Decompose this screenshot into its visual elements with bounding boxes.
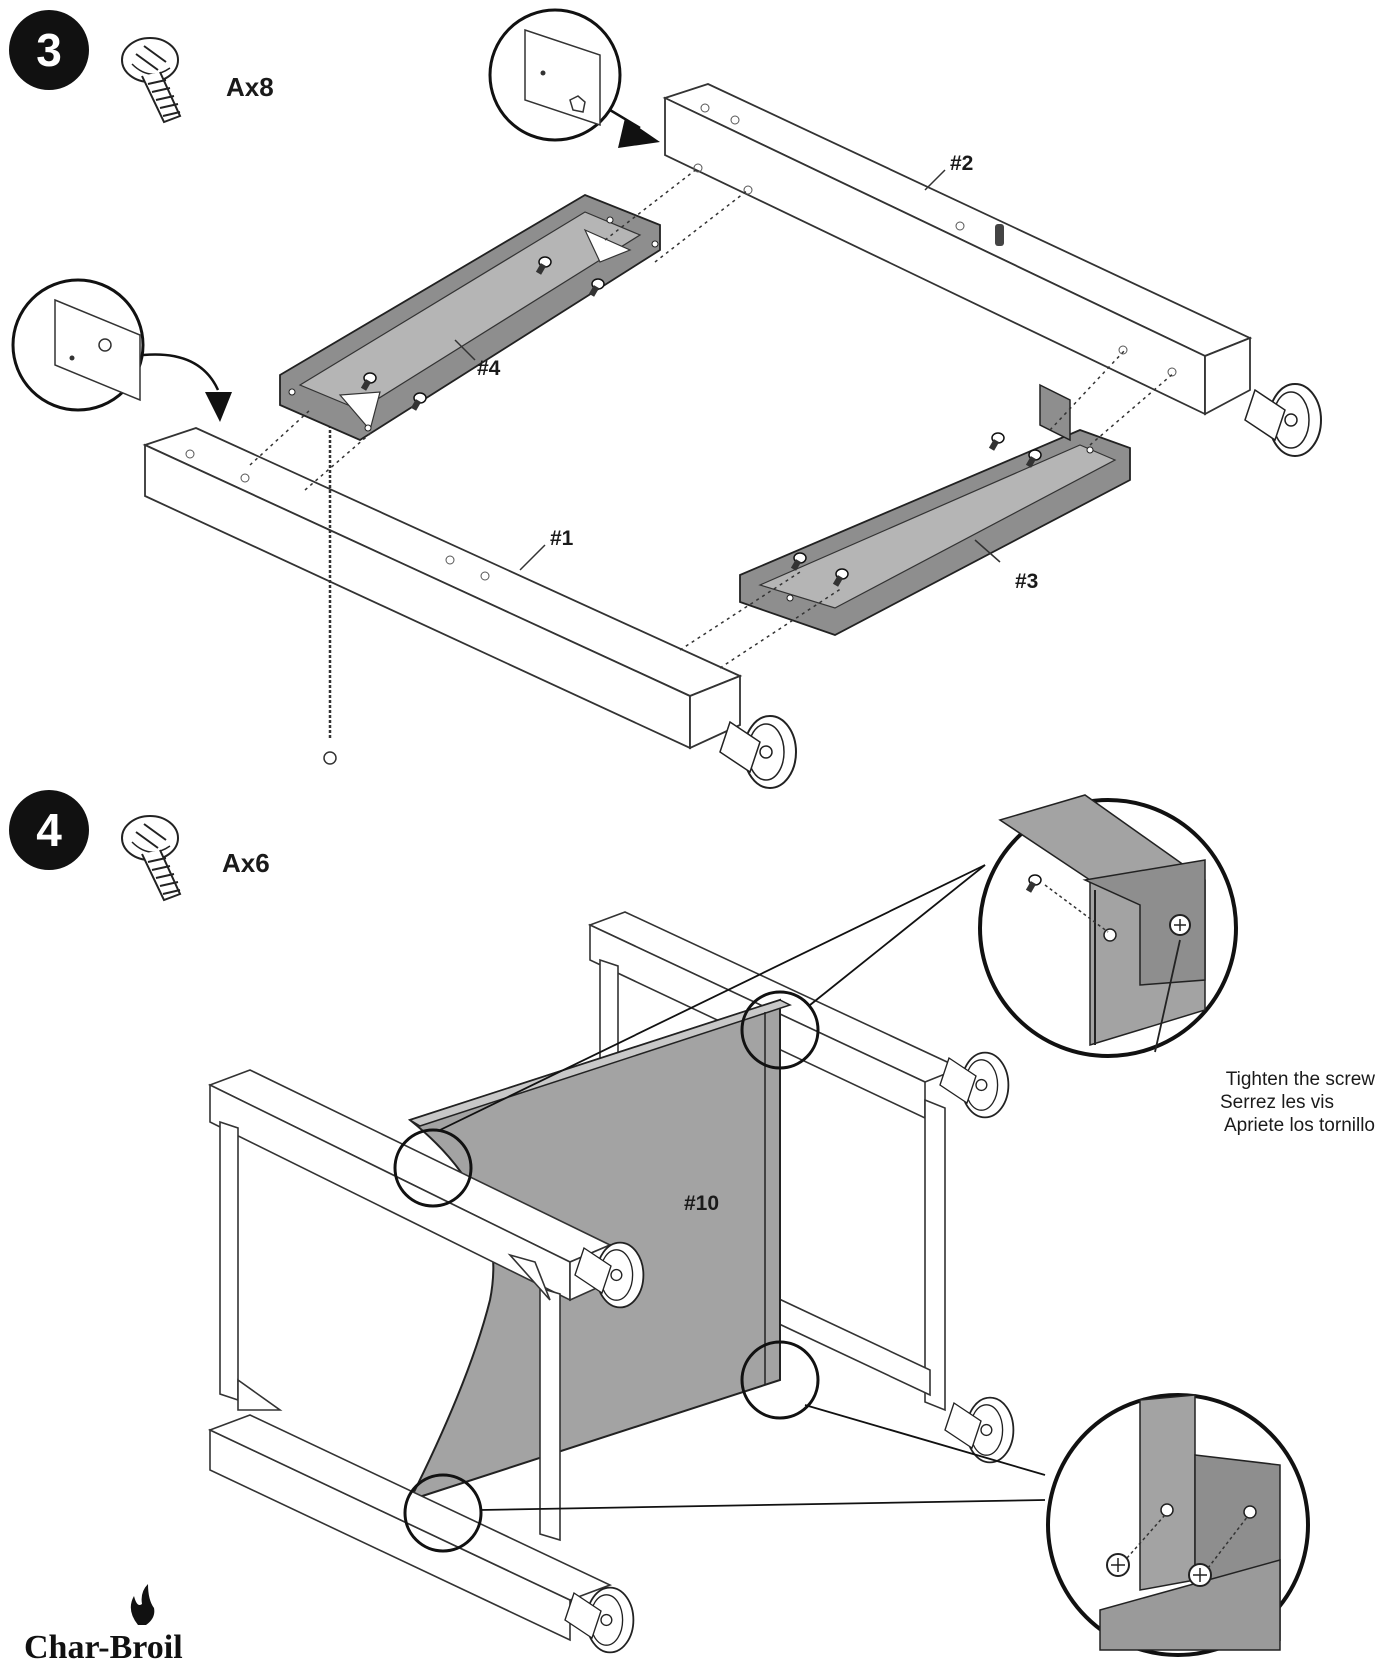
part-labels-step-3: #2 #4 #1 #3 [454,152,1038,593]
detail-callout-rear [488,8,660,148]
step-3-number: 3 [36,24,62,76]
screw-icon [121,815,181,901]
brand-logo-text: Char-Broil [24,1629,183,1666]
part-label-3: #3 [1015,570,1038,593]
bracket-3 [739,383,1131,636]
detail-circles-step-4 [393,990,820,1553]
step-4-number: 4 [36,804,62,856]
brand-logo: Char-Broil [24,1584,183,1666]
detail-callout-front [11,278,232,422]
step-3-hardware-qty: Ax8 [226,72,274,102]
leader-lines-step-4 [439,864,1046,1511]
part-label-4: #4 [477,357,501,380]
step-4: 4 Ax6 #10 [9,790,1375,1657]
tighten-note-en: Tighten the screw [1226,1069,1376,1090]
step-3-badge: 3 [9,10,89,90]
tighten-note-es: Apriete los tornillo [1224,1115,1375,1136]
magnified-detail-bottom [1046,1393,1310,1657]
part-label-10: #10 [684,1192,719,1215]
tighten-note-fr: Serrez les vis [1220,1092,1334,1113]
alignment-lines-step-3 [249,167,1176,669]
part-label-1: #1 [550,527,574,550]
step-4-hardware-qty: Ax6 [222,848,270,878]
magnified-detail-top [978,794,1238,1058]
rail-1 [142,420,797,789]
bracket-4 [279,194,661,442]
tighten-note: Tighten the screw Serrez les vis Apriete… [1220,1069,1375,1136]
step-4-badge: 4 [9,790,89,870]
screw-icon [121,37,181,123]
part-label-2: #2 [950,152,973,175]
step-3: 3 Ax8 [9,8,1322,789]
front-frame [207,1069,645,1654]
rail-2 [662,83,1322,457]
flame-icon [130,1584,155,1625]
